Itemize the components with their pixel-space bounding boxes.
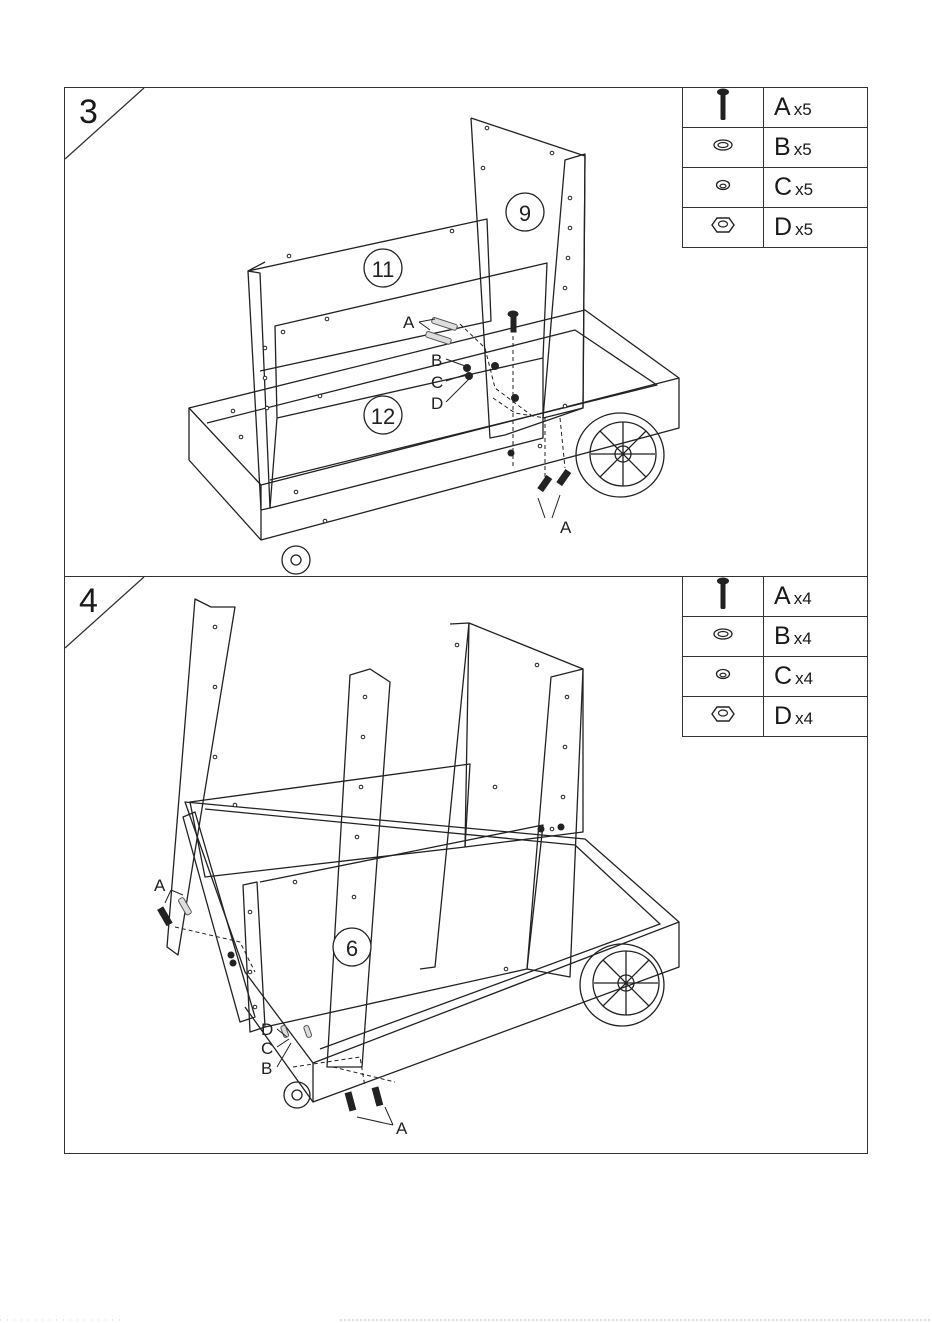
- legend-qty: x5: [795, 220, 813, 239]
- legend-qty: x4: [795, 709, 813, 728]
- washer-large-icon: [711, 138, 735, 152]
- part-6-label: 6: [346, 936, 358, 961]
- legend-qty: x5: [794, 140, 812, 159]
- callout-d-nut: D: [261, 1020, 273, 1039]
- callout-d-nut: D: [431, 394, 443, 413]
- step-4-panel: 4: [64, 576, 868, 1154]
- legend-letter: C: [774, 662, 792, 690]
- legend-letter: C: [774, 173, 792, 201]
- legend-letter: A: [774, 582, 791, 610]
- screw-icon: [715, 88, 731, 122]
- legend-qty: x5: [795, 180, 813, 199]
- hex-nut-icon: [710, 216, 736, 234]
- part-9-label: 9: [519, 201, 531, 226]
- washer-small-icon: [713, 667, 733, 681]
- callout-a-left-screw: A: [154, 876, 166, 895]
- washer-small-icon: [713, 178, 733, 192]
- callout-b-washer: B: [261, 1059, 272, 1078]
- callout-a-bottom-screws: A: [396, 1119, 408, 1138]
- legend-letter: D: [774, 702, 792, 730]
- step-3-panel: 3: [64, 87, 868, 577]
- legend-qty: x4: [794, 589, 812, 608]
- legend-qty: x4: [794, 629, 812, 648]
- callout-a-bottom-screws: A: [560, 518, 572, 537]
- part-11-label: 11: [372, 257, 395, 282]
- part-12-label: 12: [371, 404, 395, 429]
- screw-icon: [715, 577, 731, 611]
- legend-letter: A: [774, 93, 791, 121]
- legend-letter: B: [774, 622, 791, 650]
- legend-letter: B: [774, 133, 791, 161]
- hex-nut-icon: [710, 705, 736, 723]
- legend-qty: x5: [794, 100, 812, 119]
- legend-letter: D: [774, 213, 792, 241]
- legend-qty: x4: [795, 669, 813, 688]
- callout-b-washer: B: [431, 351, 442, 370]
- washer-large-icon: [711, 627, 735, 641]
- callout-c-washer: C: [261, 1039, 273, 1058]
- page-edge-marks: [0, 1317, 932, 1323]
- callout-a-screws: A: [403, 313, 415, 332]
- callout-c-washer: C: [431, 373, 443, 392]
